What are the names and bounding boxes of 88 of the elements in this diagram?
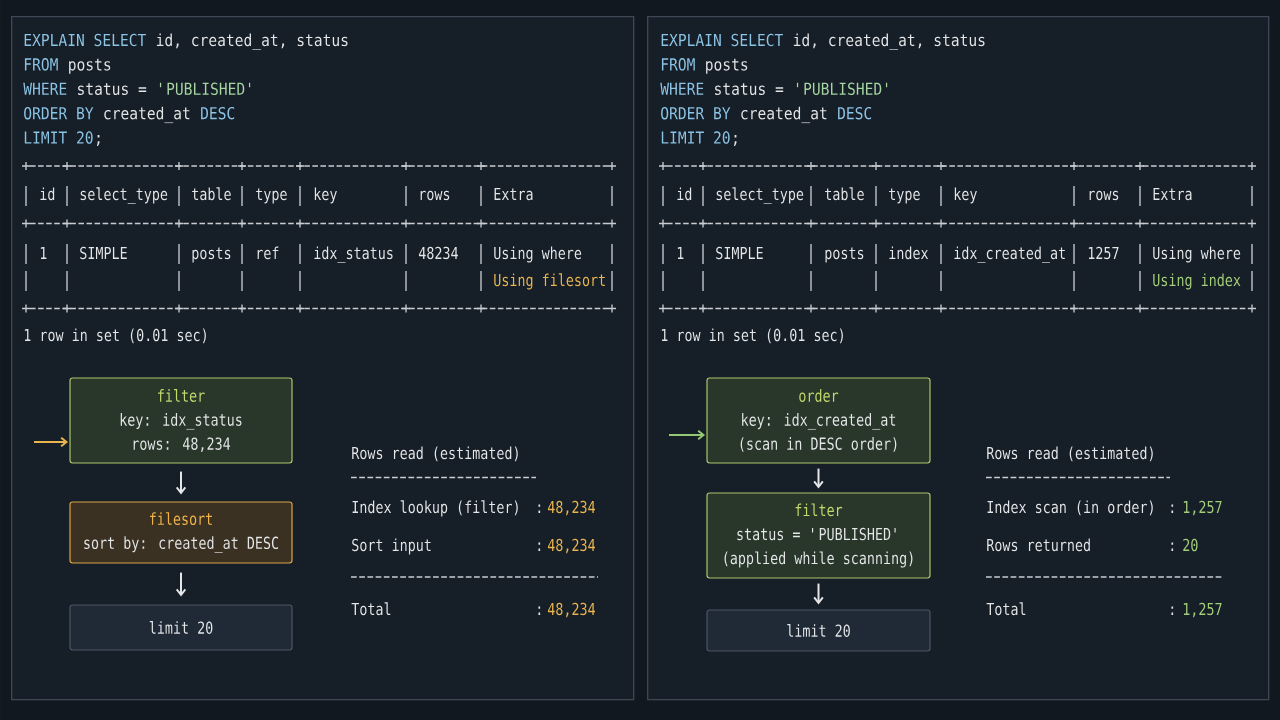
table-cell: 1257 xyxy=(1088,246,1119,260)
sql-text: id, created_at, status xyxy=(793,33,985,50)
summary-value: 1,257 xyxy=(1183,602,1222,618)
colon: : xyxy=(1171,504,1174,513)
sql-keyword: EXPLAIN SELECT xyxy=(24,33,146,47)
step-box: order key: idx_created_at (scan in DESC order) xyxy=(706,377,931,464)
summary-value: 1,257 xyxy=(1183,500,1222,516)
summary-heading: Rows read (estimated) xyxy=(352,446,518,462)
sql-text: id, created_at, status xyxy=(156,33,348,50)
sql-keyword: WHERE xyxy=(23,82,67,95)
sql-keyword: LIMIT 20 xyxy=(661,131,730,144)
sql-text: posts xyxy=(706,58,748,74)
summary-value: 20 xyxy=(1183,538,1198,552)
status-line: 1 row in set (0.01 sec) xyxy=(661,328,843,344)
status-line: 1 row in set (0.01 sec) xyxy=(24,328,206,344)
sql-text: ; xyxy=(734,135,737,146)
table-cell: posts xyxy=(825,247,864,263)
table-cell: Using filesort xyxy=(494,273,605,290)
summary-label: Total xyxy=(986,602,1026,616)
table-cell: 48234 xyxy=(418,246,458,260)
table-cell: SIMPLE xyxy=(80,246,127,260)
summary-label: Total xyxy=(351,602,391,616)
colon: : xyxy=(1171,606,1174,615)
summary-value: 48,234 xyxy=(547,500,595,516)
sql-keyword: ORDER BY xyxy=(24,106,94,120)
summary-value: 48,234 xyxy=(547,538,595,554)
table-cell: index xyxy=(889,246,929,260)
table-header: id xyxy=(40,187,55,201)
sql-keyword: DESC xyxy=(201,106,235,120)
colon: : xyxy=(1171,542,1174,551)
sql-keyword: FROM xyxy=(661,58,695,71)
arrow xyxy=(33,436,69,448)
summary-label: Index scan (in order) xyxy=(987,500,1153,516)
table-header: table xyxy=(825,187,864,201)
sql-keyword: DESC xyxy=(838,106,872,120)
sql-keyword: ORDER BY xyxy=(661,106,731,120)
summary-value: 48,234 xyxy=(547,602,595,618)
table-cell: Using where xyxy=(1153,246,1241,263)
table-cell: ref xyxy=(257,246,279,260)
table-header: Extra xyxy=(494,187,533,201)
table-header: id xyxy=(677,187,692,201)
sql-keyword: LIMIT 20 xyxy=(24,131,93,144)
colon: : xyxy=(538,504,541,513)
table-cell: 1 xyxy=(40,246,47,259)
arrow xyxy=(175,571,187,597)
step-box: limit 20 xyxy=(706,609,931,652)
sql-text: created_at xyxy=(741,106,827,124)
table-cell: Using index xyxy=(1153,273,1241,290)
step-box: limit 20 xyxy=(69,604,293,651)
sql-keyword: FROM xyxy=(24,58,58,71)
table-header: Extra xyxy=(1153,187,1192,201)
table-cell: Using where xyxy=(494,246,582,263)
table-header: table xyxy=(192,187,231,201)
sql-text: posts xyxy=(69,58,111,74)
sort-step-box: filesort sort by: created_at DESC xyxy=(69,501,293,564)
table-header: select_type xyxy=(716,187,804,204)
sql-text: status = xyxy=(715,83,784,96)
step-box: filter status = 'PUBLISHED' (applied while scanning) xyxy=(706,492,931,579)
table-cell: idx_created_at xyxy=(954,246,1065,263)
table-header: type xyxy=(889,188,920,204)
table-header: key xyxy=(954,187,977,204)
arrow xyxy=(175,470,187,495)
table-header: rows xyxy=(1089,190,1119,201)
summary-heading: Rows read (estimated) xyxy=(987,446,1153,462)
sql-text: status = xyxy=(78,83,147,96)
table-header: rows xyxy=(420,190,450,201)
string-literal: 'PUBLISHED' xyxy=(796,82,888,96)
table-header: key xyxy=(314,187,337,204)
table-cell: posts xyxy=(192,247,231,263)
sql-keyword: EXPLAIN SELECT xyxy=(661,33,783,47)
arrow xyxy=(668,429,706,441)
colon: : xyxy=(538,606,541,615)
step-box: filter key: idx_status rows: 48,234 xyxy=(69,377,293,464)
summary-label: Index lookup (filter) xyxy=(352,500,518,517)
table-cell: SIMPLE xyxy=(716,246,763,260)
colon: : xyxy=(538,542,541,551)
arrow xyxy=(813,582,824,605)
sql-text: created_at xyxy=(104,106,190,124)
table-header: type xyxy=(256,188,287,204)
table-cell: idx_status xyxy=(314,246,393,263)
string-literal: 'PUBLISHED' xyxy=(159,82,251,96)
summary-label: Sort input xyxy=(352,538,431,555)
table-cell: 1 xyxy=(677,246,684,259)
sql-keyword: WHERE xyxy=(660,82,704,95)
table-header: select_type xyxy=(80,187,168,204)
arrow xyxy=(813,467,824,489)
sql-text: ; xyxy=(97,135,100,146)
summary-label: Rows returned xyxy=(987,538,1090,552)
